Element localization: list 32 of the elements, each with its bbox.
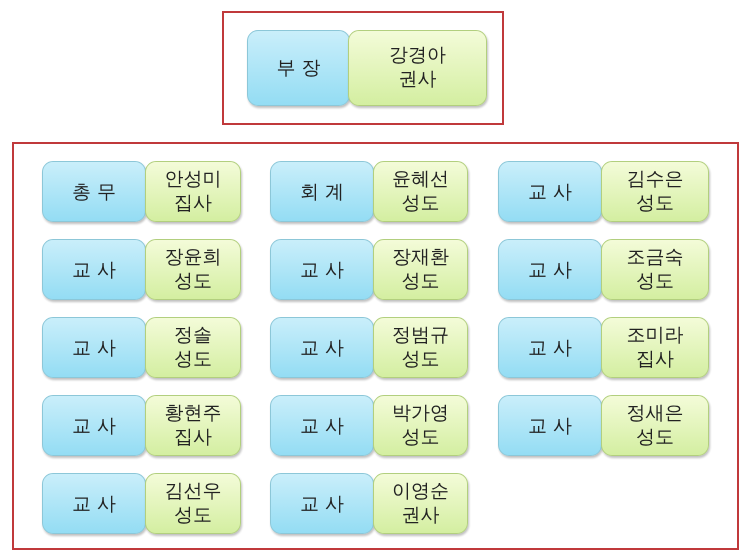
name-box: 조미라 집사 (601, 317, 709, 378)
name-box: 조금숙 성도 (601, 239, 709, 300)
name-box: 윤혜선 성도 (373, 161, 468, 222)
name-box: 김수은 성도 (601, 161, 709, 222)
name-box: 장재환 성도 (373, 239, 468, 300)
group-frame (222, 11, 504, 125)
role-box: 교 사 (270, 395, 374, 456)
role-box: 교 사 (270, 473, 374, 534)
role-box: 교 사 (42, 239, 146, 300)
name-box: 장윤희 성도 (145, 239, 241, 300)
name-box: 김선우 성도 (145, 473, 241, 534)
role-box: 교 사 (270, 239, 374, 300)
role-box: 교 사 (498, 239, 602, 300)
role-box: 교 사 (42, 473, 146, 534)
role-box: 교 사 (270, 317, 374, 378)
name-box: 정새은 성도 (601, 395, 709, 456)
name-box: 황현주 집사 (145, 395, 241, 456)
role-box: 교 사 (42, 317, 146, 378)
name-box: 이영순 권사 (373, 473, 468, 534)
name-box: 안성미 집사 (145, 161, 241, 222)
name-box: 정범규 성도 (373, 317, 468, 378)
name-box: 정솔 성도 (145, 317, 241, 378)
role-box: 회 계 (270, 161, 374, 222)
role-box: 교 사 (498, 317, 602, 378)
role-box: 부 장 (247, 30, 350, 106)
group-frame (12, 142, 739, 550)
role-box: 교 사 (498, 395, 602, 456)
name-box: 박가영 성도 (373, 395, 468, 456)
role-box: 교 사 (498, 161, 602, 222)
name-box: 강경아 권사 (348, 30, 487, 106)
role-box: 총 무 (42, 161, 146, 222)
role-box: 교 사 (42, 395, 146, 456)
